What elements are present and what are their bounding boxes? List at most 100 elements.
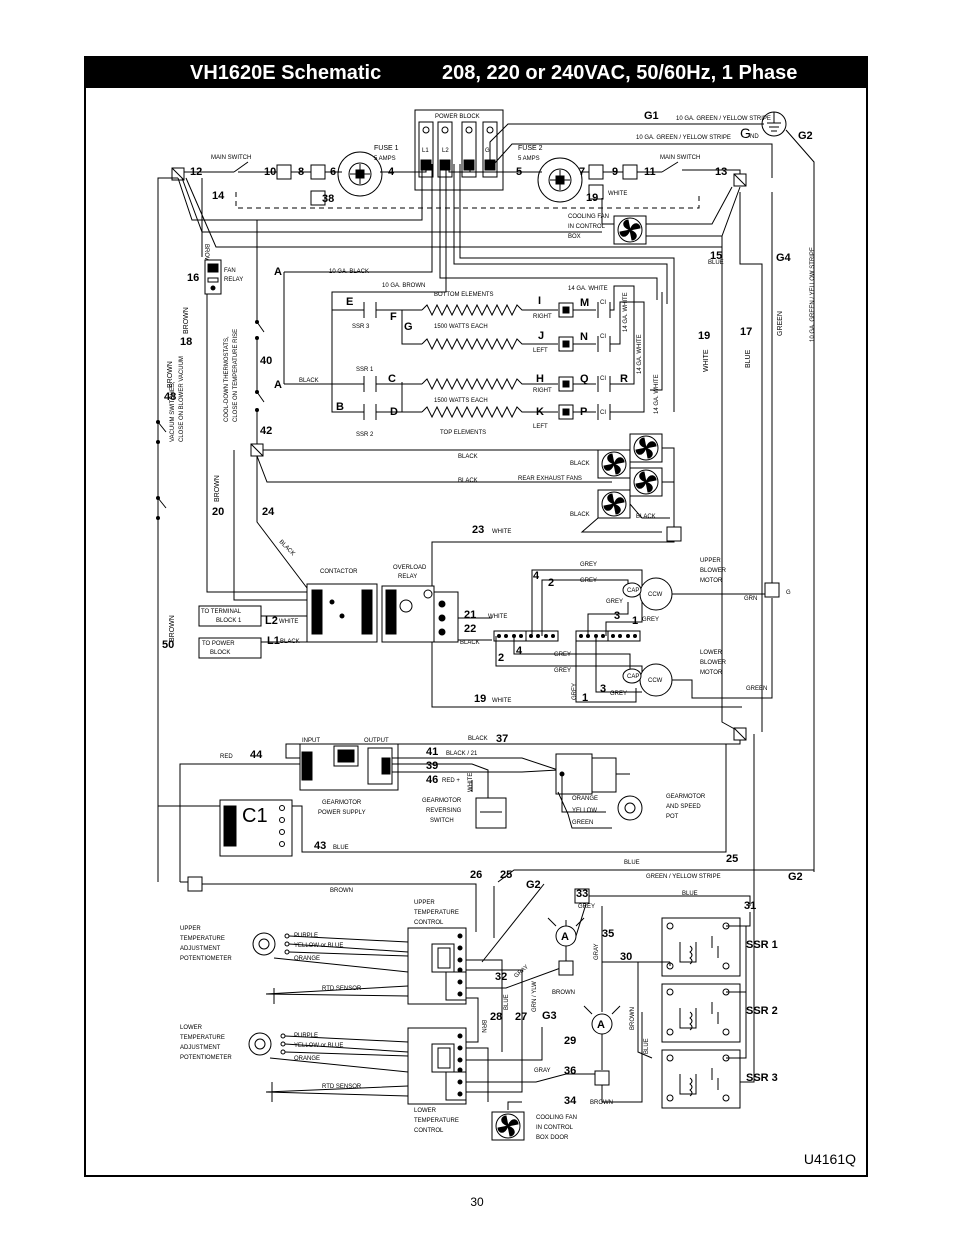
node-8: 8 <box>298 166 304 178</box>
lower-pot-label-1: LOWER <box>180 1025 203 1031</box>
contactor <box>306 583 378 643</box>
wire-green-label-vertical: GREEN <box>777 311 784 336</box>
node-26: 26 <box>470 869 482 881</box>
upper-motor-label-1: UPPER <box>700 558 721 564</box>
wire-10ga-brown-label: 10 GA. BROWN <box>382 283 425 289</box>
fuse-1-label: FUSE 1 <box>374 145 399 152</box>
node-2-lower: 2 <box>498 652 504 664</box>
schematic-title: VH1620E Schematic <box>190 62 382 84</box>
ssr-1 <box>661 917 741 977</box>
lower-pot-label-4: POTENTIOMETER <box>180 1055 232 1061</box>
to-power-label-2: BLOCK <box>210 650 230 656</box>
upper-motor-label-3: MOTOR <box>700 578 723 584</box>
node-g1: G1 <box>644 110 659 122</box>
wire-red-label: RED <box>220 754 233 760</box>
lower-motor-label-3: MOTOR <box>700 670 723 676</box>
reversing-label-2: REVERSING <box>426 808 462 814</box>
node-16: 16 <box>187 272 199 284</box>
node-27: 27 <box>515 1011 527 1023</box>
title-bar: VH1620E Schematic 208, 220 or 240VAC, 50… <box>86 58 866 88</box>
node-24: 24 <box>262 506 275 518</box>
wire-10ga-black-label: 10 GA. BLACK <box>329 269 369 275</box>
fuse-1-rating: 5 AMPS <box>374 156 396 162</box>
gearmotor-power-supply <box>299 743 399 791</box>
lower-pot-label-3: ADJUSTMENT <box>180 1045 221 1051</box>
to-power-label-1: TO POWER <box>202 641 235 647</box>
lower-pot-label-2: TEMPERATURE <box>180 1035 225 1041</box>
rear-exhaust-fan-4 <box>597 489 631 519</box>
lower-control-label-2: TEMPERATURE <box>414 1118 459 1124</box>
grey-label-3: GREY <box>606 599 623 605</box>
grey-label-6: GREY <box>554 668 571 674</box>
terminal-l2-label: L2 <box>442 148 449 154</box>
wire-brown-label-18: BROWN <box>183 307 190 334</box>
upper-blower-motor <box>622 577 673 611</box>
node-46: 46 <box>426 774 438 786</box>
speed-pot-label-1: GEARMOTOR <box>666 794 706 800</box>
node-4: 4 <box>388 166 395 178</box>
vacuum-switches-label-1: VACUUM SWITCHES, <box>170 381 176 442</box>
to-terminal-label-2: BLOCK 1 <box>216 618 242 624</box>
node-43: 43 <box>314 840 326 852</box>
wire-grn-ylw-label: GRN / YLW <box>532 981 538 1012</box>
wire-brown-label-20: BROWN <box>214 475 221 502</box>
node-5: 5 <box>516 166 522 178</box>
node-18: 18 <box>180 336 192 348</box>
point-p: P <box>580 406 587 418</box>
output-label: OUTPUT <box>364 738 389 744</box>
ground-wire-label-2: 10 GA. GREEN / YELLOW STRIPE <box>636 135 731 141</box>
contactor-label: CONTACTOR <box>320 569 358 575</box>
node-21: 21 <box>464 609 476 621</box>
wire-blue-label-33: BLUE <box>682 891 698 897</box>
wire-blue-label-27: BLUE <box>504 994 510 1010</box>
wire-grn-label: GRN <box>744 596 757 602</box>
right-label-1: RIGHT <box>533 314 552 320</box>
node-29: 29 <box>564 1035 576 1047</box>
node-37: 37 <box>496 733 508 745</box>
node-28: 28 <box>490 1011 502 1023</box>
wire-brown-label-32: BROWN <box>552 990 575 996</box>
wire-blue-label-ssr: BLUE <box>644 1038 650 1054</box>
grey-label-5: GREY <box>554 652 571 658</box>
power-block-label: POWER BLOCK <box>435 114 480 120</box>
upper-control-label-2: TEMPERATURE <box>414 910 459 916</box>
wire-black-red-label: BLACK / 21 <box>446 751 478 757</box>
node-1-upper: 1 <box>632 615 638 627</box>
wire-brown-label-34: BROWN <box>590 1100 613 1106</box>
node-39: 39 <box>426 760 438 772</box>
overload-label-1: OVERLOAD <box>393 565 427 571</box>
point-e: E <box>346 296 353 308</box>
upper-temperature-control <box>407 927 467 1005</box>
l2-label: L2 <box>265 615 278 627</box>
wire-14ga-white-v1: 14 GA. WHITE <box>623 292 629 332</box>
lower-adjustment-potentiometer <box>248 1032 286 1056</box>
rear-exhaust-fan-2 <box>597 449 631 479</box>
wire-blue-label-vertical: BLUE <box>745 349 752 368</box>
node-3-upper: 3 <box>614 610 620 622</box>
grey-label-7: GREY <box>610 691 627 697</box>
node-41: 41 <box>426 746 438 758</box>
wire-brn-label: BRN <box>480 1020 486 1033</box>
node-34: 34 <box>564 1095 577 1107</box>
node-38: 38 <box>322 193 334 205</box>
wire-black-label-22: BLACK <box>460 640 480 646</box>
lower-blower-motor <box>622 663 673 697</box>
wire-black-label-fans-1: BLACK <box>458 454 478 460</box>
ground-wire-label-1: 10 GA. GREEN / YELLOW STRIPE <box>676 116 771 122</box>
node-30: 30 <box>620 951 632 963</box>
ssr1-label-heater: SSR 1 <box>356 367 374 373</box>
node-44: 44 <box>250 749 263 761</box>
node-42: 42 <box>260 425 272 437</box>
ammeter-lower-label: A <box>597 1019 605 1031</box>
point-a-top: A <box>274 266 282 278</box>
top-elements-label: TOP ELEMENTS <box>440 430 486 436</box>
ci-label-4: CI <box>600 410 606 416</box>
rear-exhaust-fans-label: REAR EXHAUST FANS <box>518 476 582 482</box>
node-22: 22 <box>464 623 476 635</box>
power-supply-spec: 208, 220 or 240VAC, 50/60Hz, 1 Phase <box>442 62 798 84</box>
node-4-upper: 4 <box>533 570 540 582</box>
fan-relay-label-2: RELAY <box>224 277 243 283</box>
ground-symbol <box>761 111 787 137</box>
ssr-3 <box>661 1049 741 1109</box>
node-g3: G3 <box>542 1010 557 1022</box>
